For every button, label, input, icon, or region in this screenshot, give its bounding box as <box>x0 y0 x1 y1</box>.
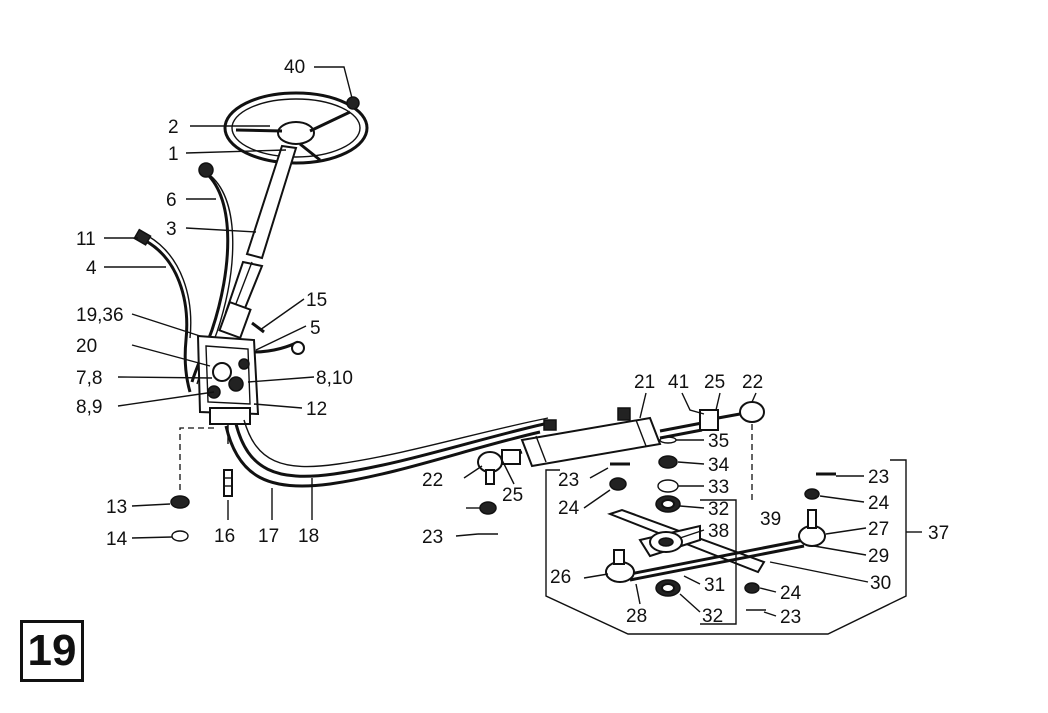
label-5: 5 <box>310 318 321 339</box>
label-11: 11 <box>76 229 96 250</box>
assembly-bracket <box>545 459 907 635</box>
label-27: 27 <box>868 519 889 540</box>
label-8-9: 8,9 <box>76 397 102 418</box>
label-22-left: 22 <box>422 470 443 491</box>
label-12: 12 <box>306 399 327 420</box>
steering-unit <box>196 321 305 425</box>
cylinder-ball-joints <box>477 401 765 500</box>
label-25-left: 25 <box>502 485 523 506</box>
label-15: 15 <box>306 290 327 311</box>
label-6: 6 <box>166 190 177 211</box>
leader-lines <box>104 66 922 617</box>
label-21: 21 <box>634 372 655 393</box>
label-41: 41 <box>668 372 689 393</box>
label-40: 40 <box>284 57 305 78</box>
hoses-to-cylinder <box>224 417 549 488</box>
hydraulic-pipes-upper <box>133 162 234 393</box>
label-3: 3 <box>166 219 177 240</box>
label-4: 4 <box>86 258 97 279</box>
label-7-8: 7,8 <box>76 368 102 389</box>
label-2: 2 <box>168 117 179 138</box>
label-29: 29 <box>868 546 889 567</box>
label-24-bottom: 24 <box>780 583 802 604</box>
label-23-left: 23 <box>422 527 443 548</box>
label-25-top: 25 <box>704 372 725 393</box>
label-28: 28 <box>626 606 647 627</box>
label-24-right: 24 <box>868 493 890 514</box>
steering-wheel <box>223 91 369 165</box>
mounting-hardware <box>170 424 233 542</box>
label-23-right: 23 <box>868 467 889 488</box>
steering-column <box>218 144 298 340</box>
label-26: 26 <box>550 567 571 588</box>
label-35: 35 <box>708 431 729 452</box>
label-13: 13 <box>106 497 127 518</box>
part-labels: 40 2 1 6 3 11 4 15 19,36 5 20 7,8 8,10 8… <box>76 57 949 628</box>
label-33: 33 <box>708 477 729 498</box>
label-31: 31 <box>704 575 725 596</box>
label-23-a: 23 <box>558 470 579 491</box>
figure-number-box: 19 <box>20 620 84 682</box>
label-38: 38 <box>708 521 729 542</box>
label-20: 20 <box>76 336 97 357</box>
label-34: 34 <box>708 455 730 476</box>
label-24-a: 24 <box>558 498 580 519</box>
label-30: 30 <box>870 573 891 594</box>
label-19-36: 19,36 <box>76 305 124 326</box>
label-22-top: 22 <box>742 372 763 393</box>
label-16: 16 <box>214 526 235 547</box>
figure-number: 19 <box>27 626 77 675</box>
label-14: 14 <box>106 529 128 550</box>
steering-linkage <box>605 508 826 583</box>
label-37: 37 <box>928 523 949 544</box>
hydraulic-cylinder <box>499 407 719 468</box>
label-18: 18 <box>298 526 319 547</box>
label-32-bottom: 32 <box>702 606 723 627</box>
label-32-top: 32 <box>708 499 729 520</box>
label-1: 1 <box>168 144 179 165</box>
label-8-10: 8,10 <box>316 368 353 389</box>
label-17: 17 <box>258 526 279 547</box>
label-23-bottom: 23 <box>780 607 801 628</box>
label-39: 39 <box>760 509 781 530</box>
